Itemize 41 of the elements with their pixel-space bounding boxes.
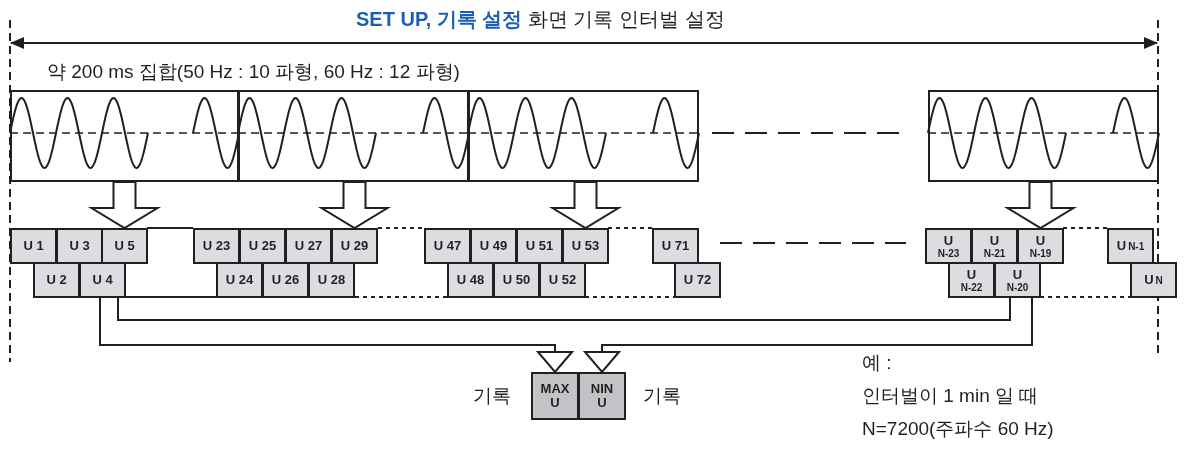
value-cell: U 26 xyxy=(262,262,309,298)
value-cell: U 5 xyxy=(101,228,148,264)
record-box: MAX U xyxy=(531,372,579,420)
waveform-box xyxy=(468,90,699,182)
value-cell: U 4 xyxy=(79,262,126,298)
value-cell: U 53 xyxy=(562,228,609,264)
note-text: 예 : xyxy=(862,352,892,374)
value-cell: U 29 xyxy=(331,228,378,264)
value-cell: U 50 xyxy=(493,262,540,298)
value-cell: U 52 xyxy=(539,262,586,298)
waveform-box xyxy=(928,90,1159,182)
record-box: NIN U xyxy=(578,372,626,420)
waveform-box xyxy=(10,90,239,182)
record-label: 기록 xyxy=(473,385,511,407)
value-cell: U 23 xyxy=(193,228,240,264)
waveform-box xyxy=(238,90,469,182)
value-cell: U 71 xyxy=(652,228,699,264)
value-cell: U 27 xyxy=(285,228,332,264)
value-cell: U 49 xyxy=(470,228,517,264)
value-cell: U 24 xyxy=(216,262,263,298)
value-cell: U 1 xyxy=(10,228,57,264)
block-arrow xyxy=(1003,181,1078,230)
block-arrow xyxy=(548,181,623,230)
arrow xyxy=(584,297,1033,373)
connector-line xyxy=(117,297,1011,321)
block-arrow xyxy=(317,181,392,230)
block-arrow xyxy=(87,181,162,230)
value-cell: U 28 xyxy=(308,262,355,298)
heading: SET UP, 기록 설정 화면 기록 인터벌 설정 xyxy=(356,8,725,30)
value-cell: U 51 xyxy=(516,228,563,264)
note-text: N=7200(주파수 60 Hz) xyxy=(862,418,1054,440)
value-cell: U 48 xyxy=(447,262,494,298)
note-text: 인터벌이 1 min 일 때 xyxy=(862,385,1039,407)
value-cell: U 72 xyxy=(674,262,721,298)
value-cell: U 3 xyxy=(56,228,103,264)
interval-label: 약 200 ms 집합(50 Hz : 10 파형, 60 Hz : 12 파형) xyxy=(47,61,460,83)
value-cell: U 47 xyxy=(424,228,471,264)
value-cell: U 2 xyxy=(33,262,80,298)
record-label: 기록 xyxy=(643,385,681,407)
arrow xyxy=(99,297,573,373)
value-cell: U 25 xyxy=(239,228,286,264)
